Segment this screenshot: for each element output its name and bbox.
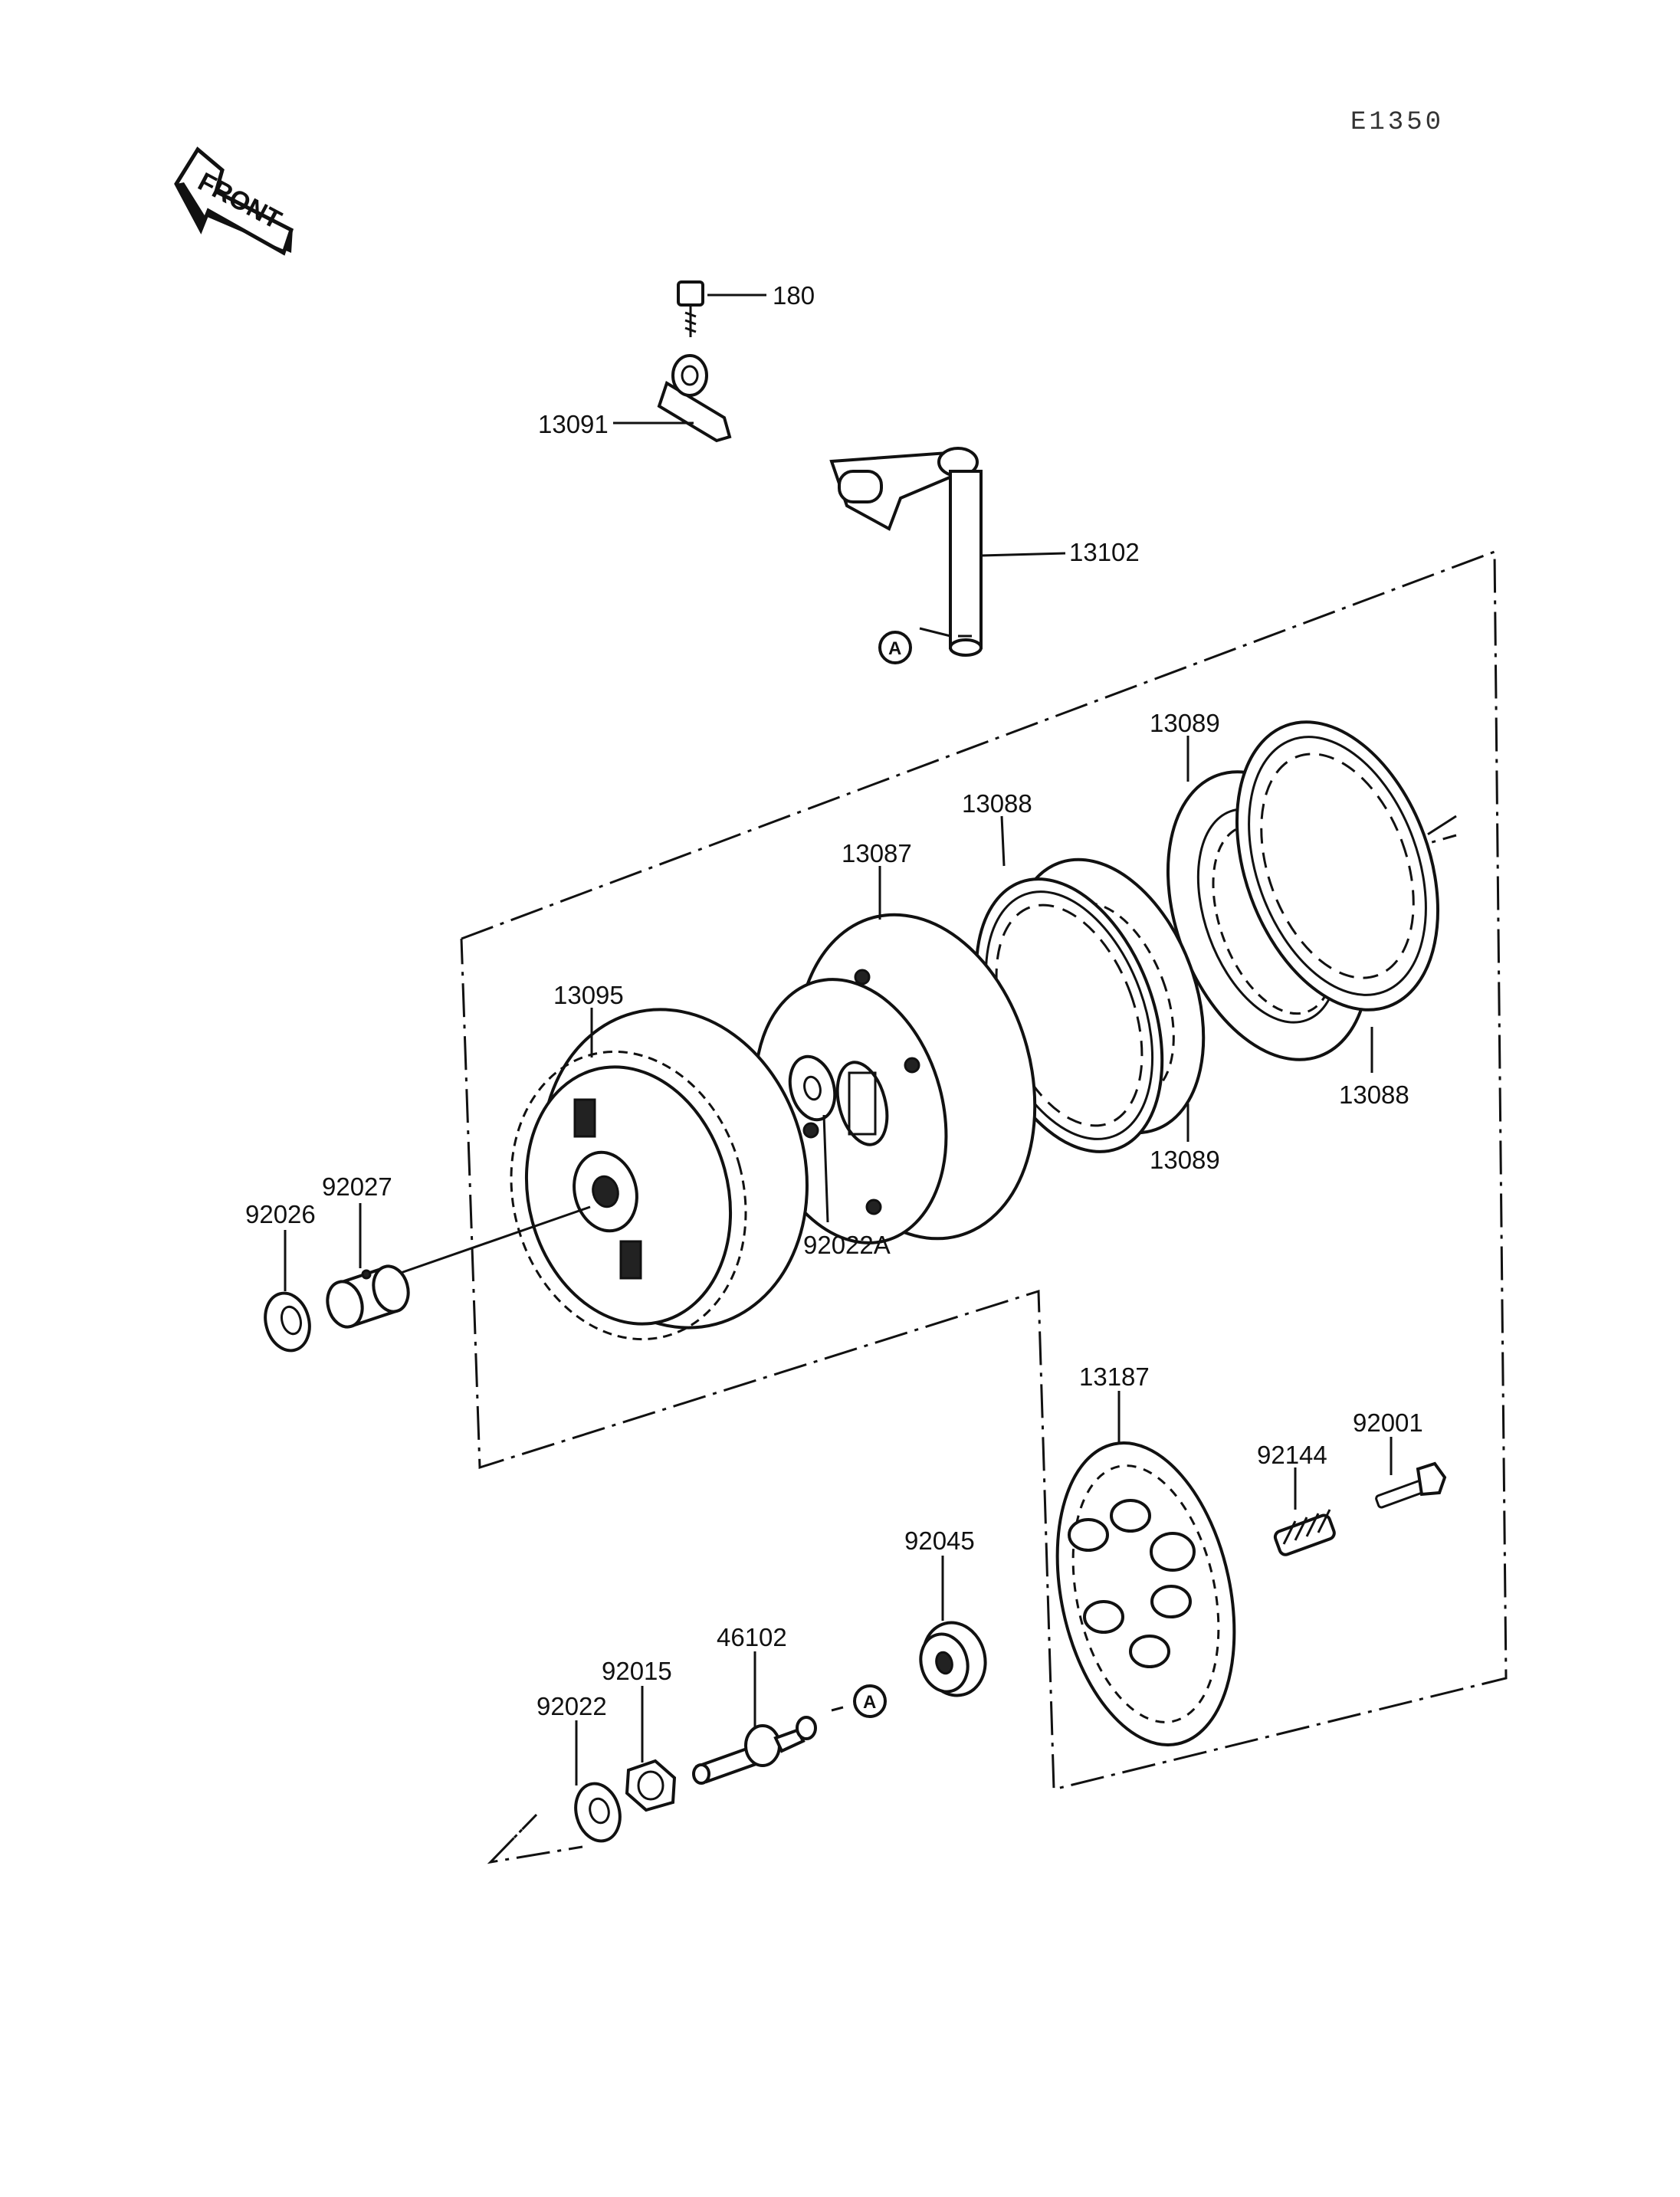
label-92001: 92001 [1353,1408,1423,1437]
washer-92022A [788,1054,837,1122]
clutch-assembly-boundary [460,549,1508,1791]
diagram-code: E1350 [1350,108,1444,137]
washer-92026 [264,1291,311,1353]
label-13091: 13091 [538,410,609,438]
ref-marker-a-upper: A [888,638,901,659]
label-13087: 13087 [842,839,912,867]
label-13088-top: 13088 [962,789,1032,818]
ref-marker-a-lower: A [863,1692,876,1713]
label-46102: 46102 [717,1623,787,1651]
friction-plate-13088-a [1235,720,1440,1012]
label-13088-right: 13088 [1339,1080,1409,1109]
bearing-92045 [919,1621,987,1697]
label-13102: 13102 [1069,538,1140,566]
front-arrow-icon [174,146,294,256]
label-13089-bottom: 13089 [1150,1146,1220,1174]
nut-92015 [625,1759,677,1812]
label-13089-top: 13089 [1150,709,1220,737]
bolt-92001 [1375,1461,1447,1509]
label-92026: 92026 [245,1200,316,1228]
label-13095: 13095 [553,981,624,1009]
label-92015: 92015 [602,1657,672,1685]
push-rod-46102 [692,1716,817,1785]
release-lever-shaft-13102 [829,447,983,657]
label-92045: 92045 [904,1526,975,1555]
clamp-13091 [657,354,732,443]
label-92144: 92144 [1257,1441,1327,1469]
clutch-housing-13095 [510,1008,809,1341]
label-92022A: 92022A [803,1231,891,1259]
pressure-plate-13187 [1055,1441,1236,1746]
spring-92144 [1273,1509,1336,1556]
label-92022: 92022 [536,1692,607,1720]
bolt-180 [677,280,704,337]
label-92027: 92027 [322,1172,392,1201]
lower-shaft-guide [487,1813,583,1864]
sleeve-92027 [326,1264,410,1329]
label-180: 180 [773,281,815,310]
washer-92022 [574,1782,622,1843]
label-13187: 13187 [1079,1362,1150,1391]
